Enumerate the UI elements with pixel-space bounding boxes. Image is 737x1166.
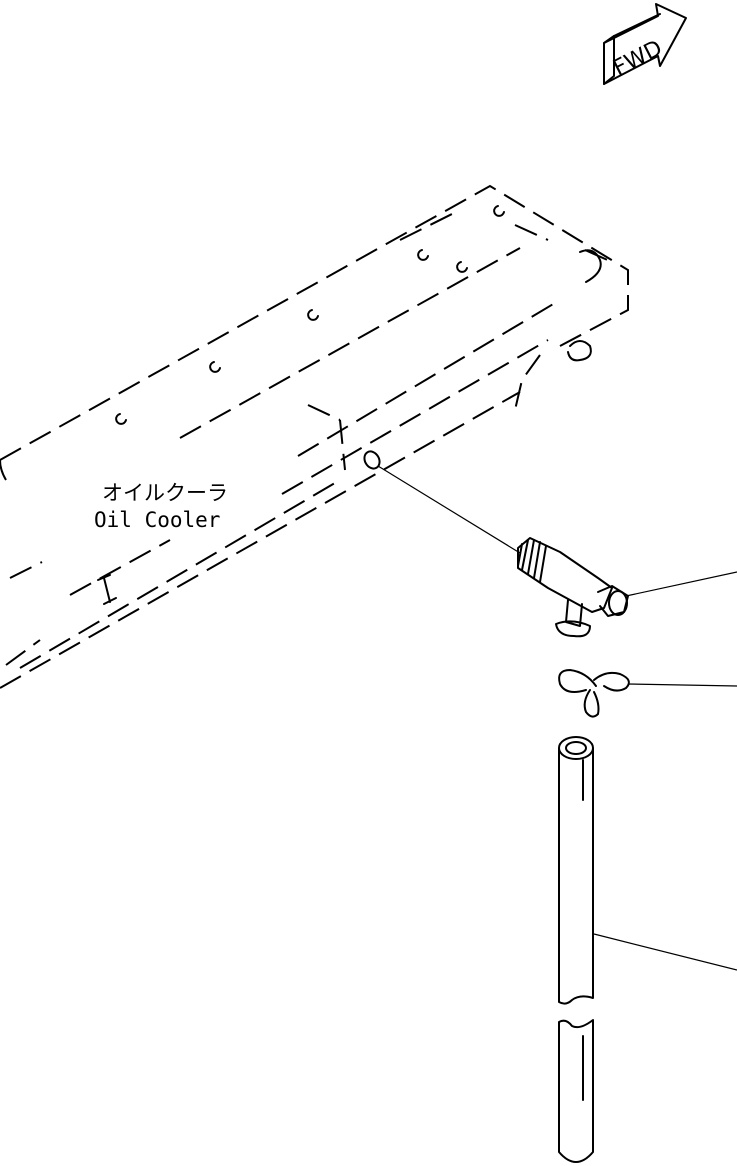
leader-line-valve (625, 571, 737, 597)
label-japanese: オイルクーラ (102, 481, 228, 505)
fwd-arrow-icon: FWD (603, 3, 687, 85)
leader-line-hose (593, 933, 737, 971)
oil-cooler-label: オイルクーラ Oil Cooler (94, 481, 228, 532)
drain-valve (517, 537, 629, 638)
oil-cooler-outline (0, 184, 629, 689)
connection-line (377, 465, 521, 554)
drain-hose (558, 736, 594, 1163)
fwd-label: FWD (609, 36, 666, 82)
clip (558, 669, 630, 718)
leader-line-clip (627, 683, 737, 687)
label-english: Oil Cooler (94, 508, 220, 532)
